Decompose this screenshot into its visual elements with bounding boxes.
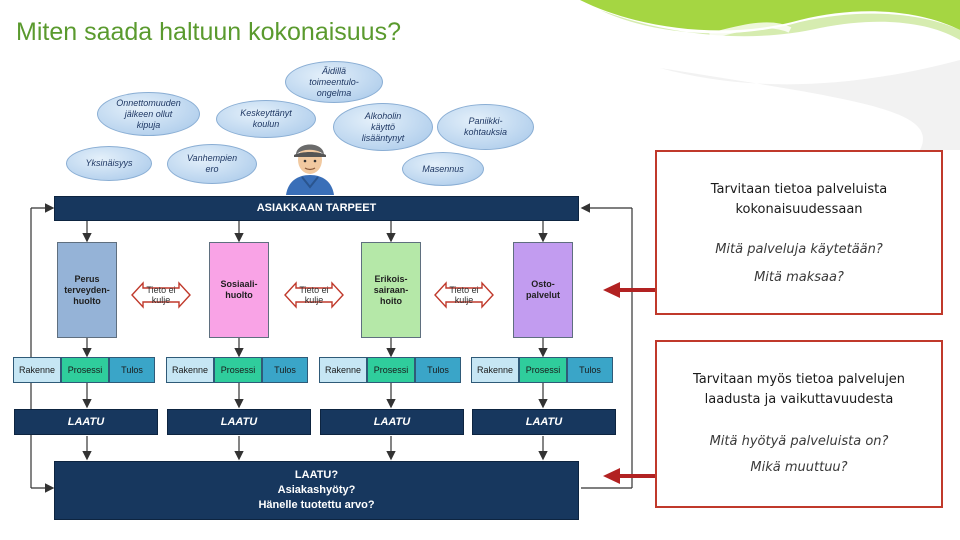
laatu-box: LAATU — [320, 409, 464, 435]
service-box-ostopalvelut: Osto-palvelut — [513, 242, 573, 338]
thought-bubble-yksinaisyys: Yksinäisyys — [66, 146, 152, 181]
service-box-erikoissairaanhoito: Erikois-sairaan-hoito — [361, 242, 421, 338]
panel-question: Mitä hyötyä palveluista on? — [709, 434, 889, 449]
thought-bubble-masennus: Masennus — [402, 152, 484, 186]
person-icon — [286, 144, 334, 195]
panel-heading: Tarvitaan myös tietoa palvelujen — [692, 372, 906, 387]
outcome-line: Hänelle tuotettu arvo? — [258, 499, 375, 511]
rakenne-cell: Rakenne — [319, 357, 367, 383]
prosessi-cell: Prosessi — [214, 357, 262, 383]
panel-question: Mikä muuttuu? — [750, 460, 848, 475]
panel-question: Mitä palveluja käytetään? — [715, 242, 883, 257]
quality-dimensions-row: Rakenne Prosessi Tulos — [13, 357, 155, 383]
laatu-box: LAATU — [472, 409, 616, 435]
panel-question: Mitä maksaa? — [754, 270, 844, 285]
outcome-line: LAATU? — [294, 469, 339, 481]
prosessi-cell: Prosessi — [61, 357, 109, 383]
prosessi-cell: Prosessi — [519, 357, 567, 383]
laatu-box: LAATU — [167, 409, 311, 435]
rakenne-cell: Rakenne — [13, 357, 61, 383]
panel-quality-info: Tarvitaan myös tietoa palvelujen laadust… — [655, 340, 943, 508]
panel-service-info: Tarvitaan tietoa palveluista kokonaisuud… — [655, 150, 943, 315]
service-box-sosiaalihuolto: Sosiaali-huolto — [209, 242, 269, 338]
tulos-cell: Tulos — [262, 357, 308, 383]
panel-heading: Tarvitaan tietoa palveluista — [710, 182, 888, 197]
laatu-box: LAATU — [14, 409, 158, 435]
quality-dimensions-row: Rakenne Prosessi Tulos — [166, 357, 308, 383]
tulos-cell: Tulos — [567, 357, 613, 383]
panel-heading: laadusta ja vaikuttavuudesta — [704, 392, 894, 407]
quality-dimensions-row: Rakenne Prosessi Tulos — [471, 357, 613, 383]
rakenne-cell: Rakenne — [471, 357, 519, 383]
thought-bubble-paniikki: Paniikki-kohtauksia — [437, 104, 534, 150]
prosessi-cell: Prosessi — [367, 357, 415, 383]
page-title: Miten saada haltuun kokonaisuus? — [16, 18, 401, 46]
quality-dimensions-row: Rakenne Prosessi Tulos — [319, 357, 461, 383]
needs-bar: ASIAKKAAN TARPEET — [54, 196, 579, 221]
outcome-line: Asiakashyöty? — [277, 484, 356, 496]
decorative-swirl — [560, 0, 960, 150]
panel-heading: kokonaisuudessaan — [735, 202, 863, 217]
tulos-cell: Tulos — [415, 357, 461, 383]
outcome-bar: LAATU? Asiakashyöty? Hänelle tuotettu ar… — [54, 461, 579, 520]
tulos-cell: Tulos — [109, 357, 155, 383]
rakenne-cell: Rakenne — [166, 357, 214, 383]
